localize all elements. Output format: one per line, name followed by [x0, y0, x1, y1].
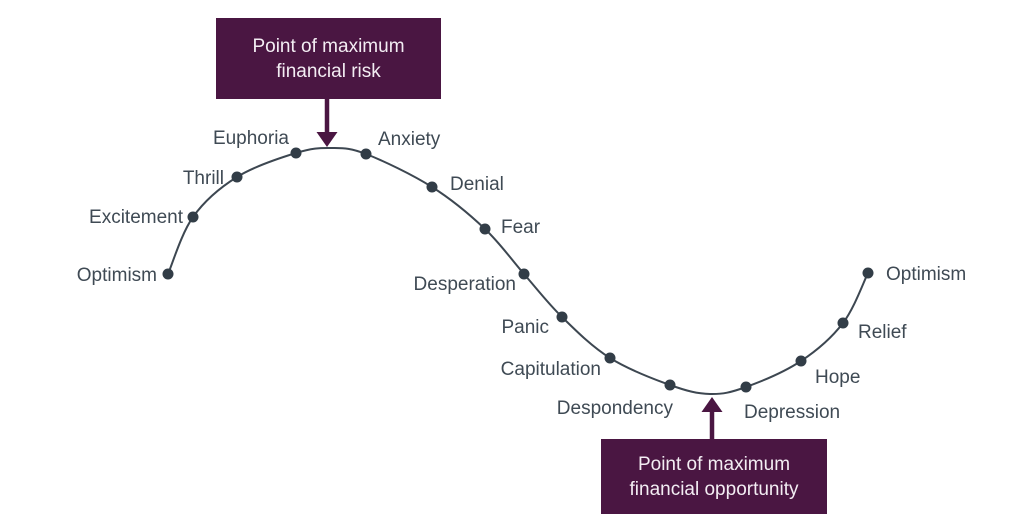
annotation-text-line: Point of maximum — [252, 35, 405, 57]
curve-point-dot — [604, 352, 616, 364]
curve-point-label: Thrill — [183, 168, 224, 189]
curve-point-dot — [290, 147, 302, 159]
curve-point-dot — [360, 148, 372, 160]
curve-point-label: Relief — [858, 322, 907, 343]
curve-point-label: Depression — [744, 402, 840, 423]
annotation-text-line: financial risk — [276, 60, 381, 82]
curve-point-dot — [740, 381, 752, 393]
curve-point-dot — [556, 311, 568, 323]
curve-point-dot — [837, 317, 849, 329]
curve-point-label: Despondency — [557, 398, 674, 419]
annotation-box-max-financial-risk: Point of maximum financial risk — [216, 18, 441, 99]
curve-point-label: Desperation — [414, 274, 516, 295]
curve-point-dot — [426, 181, 438, 193]
curve-point-dot — [231, 171, 243, 183]
curve-point-dot — [664, 379, 676, 391]
curve-point-dot — [187, 211, 199, 223]
curve-point-label: Optimism — [886, 264, 966, 285]
curve-point-dot — [479, 223, 491, 235]
curve-point-label: Euphoria — [213, 128, 289, 149]
curve-point-dot — [162, 268, 174, 280]
emotion-curve-line — [167, 146, 869, 396]
arrow-up-icon — [701, 397, 723, 412]
curve-point-label: Denial — [450, 174, 504, 195]
curve-point-label: Hope — [815, 367, 860, 388]
curve-point-label: Optimism — [77, 265, 157, 286]
curve-point-dot — [795, 355, 807, 367]
annotation-box-max-financial-opportunity: Point of maximum financial opportunity — [601, 439, 827, 514]
curve-point-dot — [862, 267, 874, 279]
annotation-text-line: financial opportunity — [629, 478, 799, 500]
curve-point-label: Capitulation — [501, 359, 601, 380]
curve-point-label: Fear — [501, 217, 541, 238]
curve-point-label: Excitement — [89, 207, 184, 228]
arrow-down-icon — [316, 132, 338, 147]
curve-point-label: Anxiety — [378, 129, 441, 150]
curve-point-dot — [518, 268, 530, 280]
annotation-text-line: Point of maximum — [637, 453, 791, 475]
curve-point-label: Panic — [501, 317, 549, 338]
